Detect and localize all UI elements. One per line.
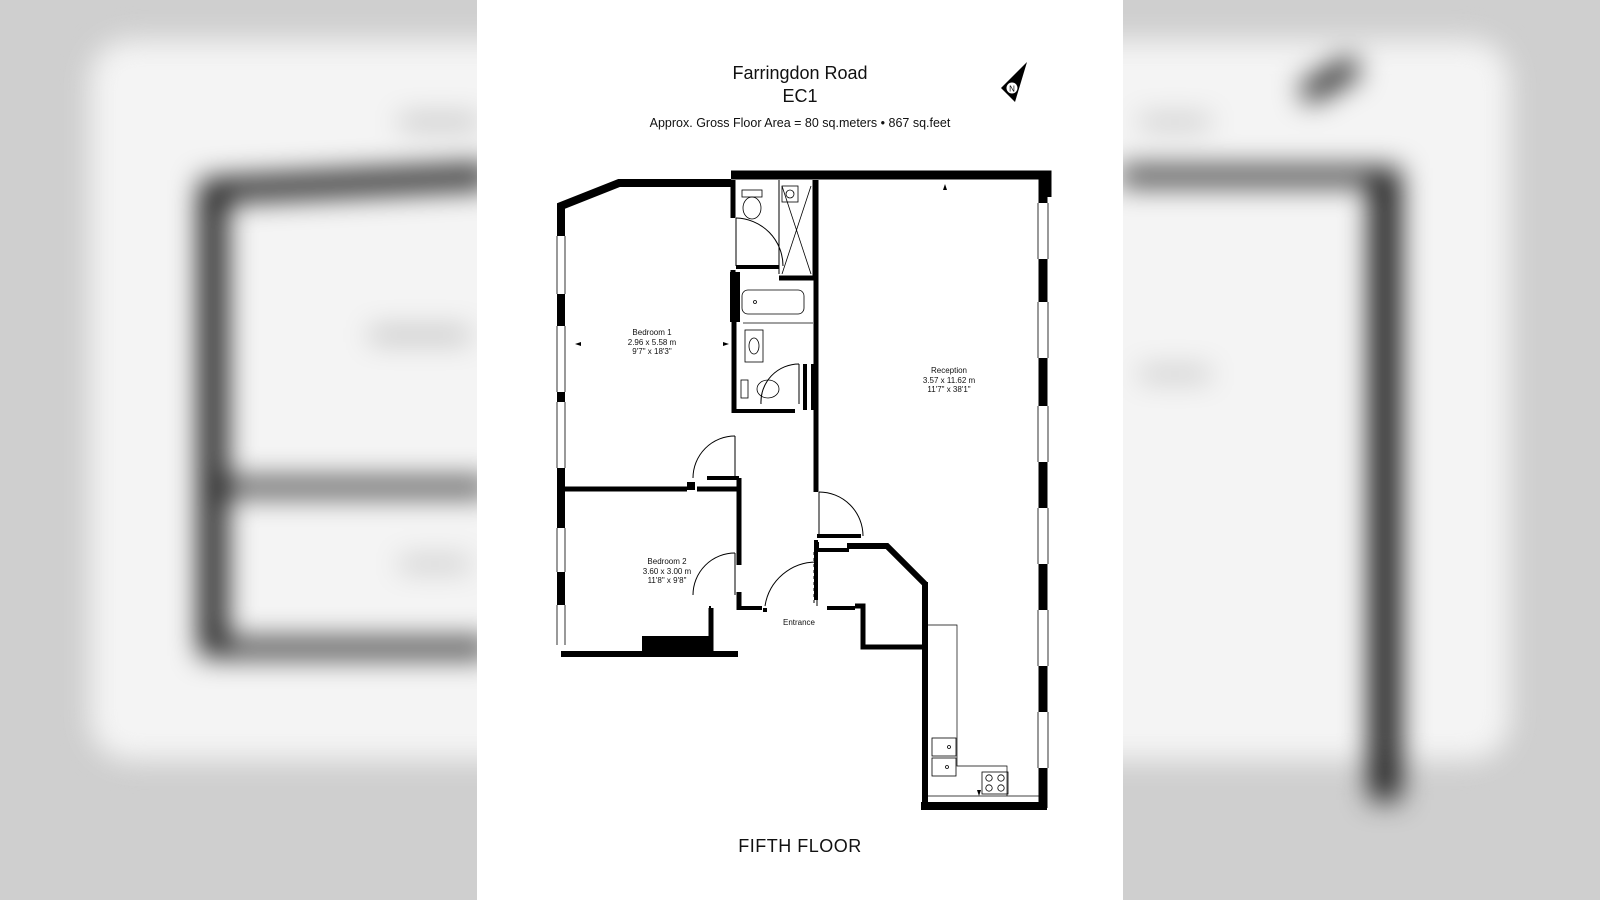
door-swing [760, 363, 800, 405]
window [1038, 203, 1048, 259]
window [1038, 712, 1048, 768]
room-name: Entrance [782, 618, 816, 627]
room-metric: 2.96 x 5.58 m [627, 337, 677, 347]
floor-label: FIFTH FLOOR [738, 836, 862, 856]
fixtures [740, 185, 1009, 795]
window [1038, 406, 1048, 462]
door-swing [818, 491, 864, 537]
window [1038, 610, 1048, 666]
room-metric: 3.60 x 3.00 m [642, 566, 692, 576]
floor-plan [556, 170, 1052, 810]
backdrop-wall [200, 480, 490, 494]
wall [731, 170, 1052, 197]
backdrop-wall [1120, 168, 1400, 184]
bath [741, 289, 805, 315]
door-swing [692, 552, 736, 596]
door-swing [735, 217, 784, 267]
backdrop-wall [370, 330, 470, 340]
backdrop-wall [1140, 118, 1210, 126]
backdrop-wall [1370, 170, 1400, 800]
backdrop-wall [200, 640, 490, 656]
toilet [756, 379, 780, 399]
north-compass-icon: N [1001, 62, 1027, 102]
hob [981, 771, 1009, 795]
window [557, 326, 565, 392]
interior-walls [561, 180, 1039, 797]
room-metric: 3.57 x 11.62 m [922, 375, 976, 385]
wall [687, 482, 695, 490]
room-imperial: 9'7" x 18'3" [632, 347, 672, 356]
room-name: Bedroom 2 [647, 557, 687, 566]
wall [855, 603, 923, 650]
window [557, 528, 565, 572]
window [1038, 508, 1048, 564]
floor-area: Approx. Gross Floor Area = 80 sq.meters … [649, 116, 951, 130]
room-label-reception: Reception 3.57 x 11.62 m 11'7" x 38'1" [889, 366, 1009, 395]
postcode: EC1 [782, 86, 818, 106]
exterior-walls [557, 170, 1052, 810]
wardrobe [642, 636, 712, 656]
room-imperial: 11'8" x 9'8" [647, 576, 687, 585]
compass-letter: N [1009, 85, 1015, 94]
room-label-entrance: Entrance [749, 618, 849, 628]
kitchen-counter [927, 624, 1008, 796]
window [557, 605, 565, 645]
door-swing [692, 435, 736, 479]
backdrop-wall [400, 560, 470, 568]
basin [781, 185, 799, 203]
doors [692, 217, 864, 607]
floorplan-sheet: Farringdon Road EC1 Approx. Gross Floor … [477, 0, 1123, 900]
backdrop-wall [400, 118, 480, 126]
room-label-bedroom-2: Bedroom 2 3.60 x 3.00 m 11'8" x 9'8" [607, 557, 727, 586]
property-title: Farringdon Road [732, 63, 868, 83]
window [1038, 302, 1048, 358]
toilet [742, 196, 762, 220]
wall [730, 272, 740, 322]
room-name: Reception [930, 366, 968, 375]
door-swing [764, 561, 818, 607]
room-imperial: 11'7" x 38'1" [927, 385, 971, 394]
basin [744, 329, 764, 363]
wall [847, 543, 928, 587]
windows-right [1037, 203, 1049, 768]
windows-left [556, 236, 566, 645]
window [557, 402, 565, 468]
kitchen-sink [931, 737, 957, 757]
room-name: Bedroom 1 [632, 328, 672, 337]
room-label-bedroom-1: Bedroom 1 2.96 x 5.58 m 9'7" x 18'3" [592, 328, 712, 357]
measure-markers [575, 184, 981, 796]
backdrop-wall [200, 195, 226, 655]
window [557, 236, 565, 294]
backdrop-wall [1140, 370, 1210, 378]
